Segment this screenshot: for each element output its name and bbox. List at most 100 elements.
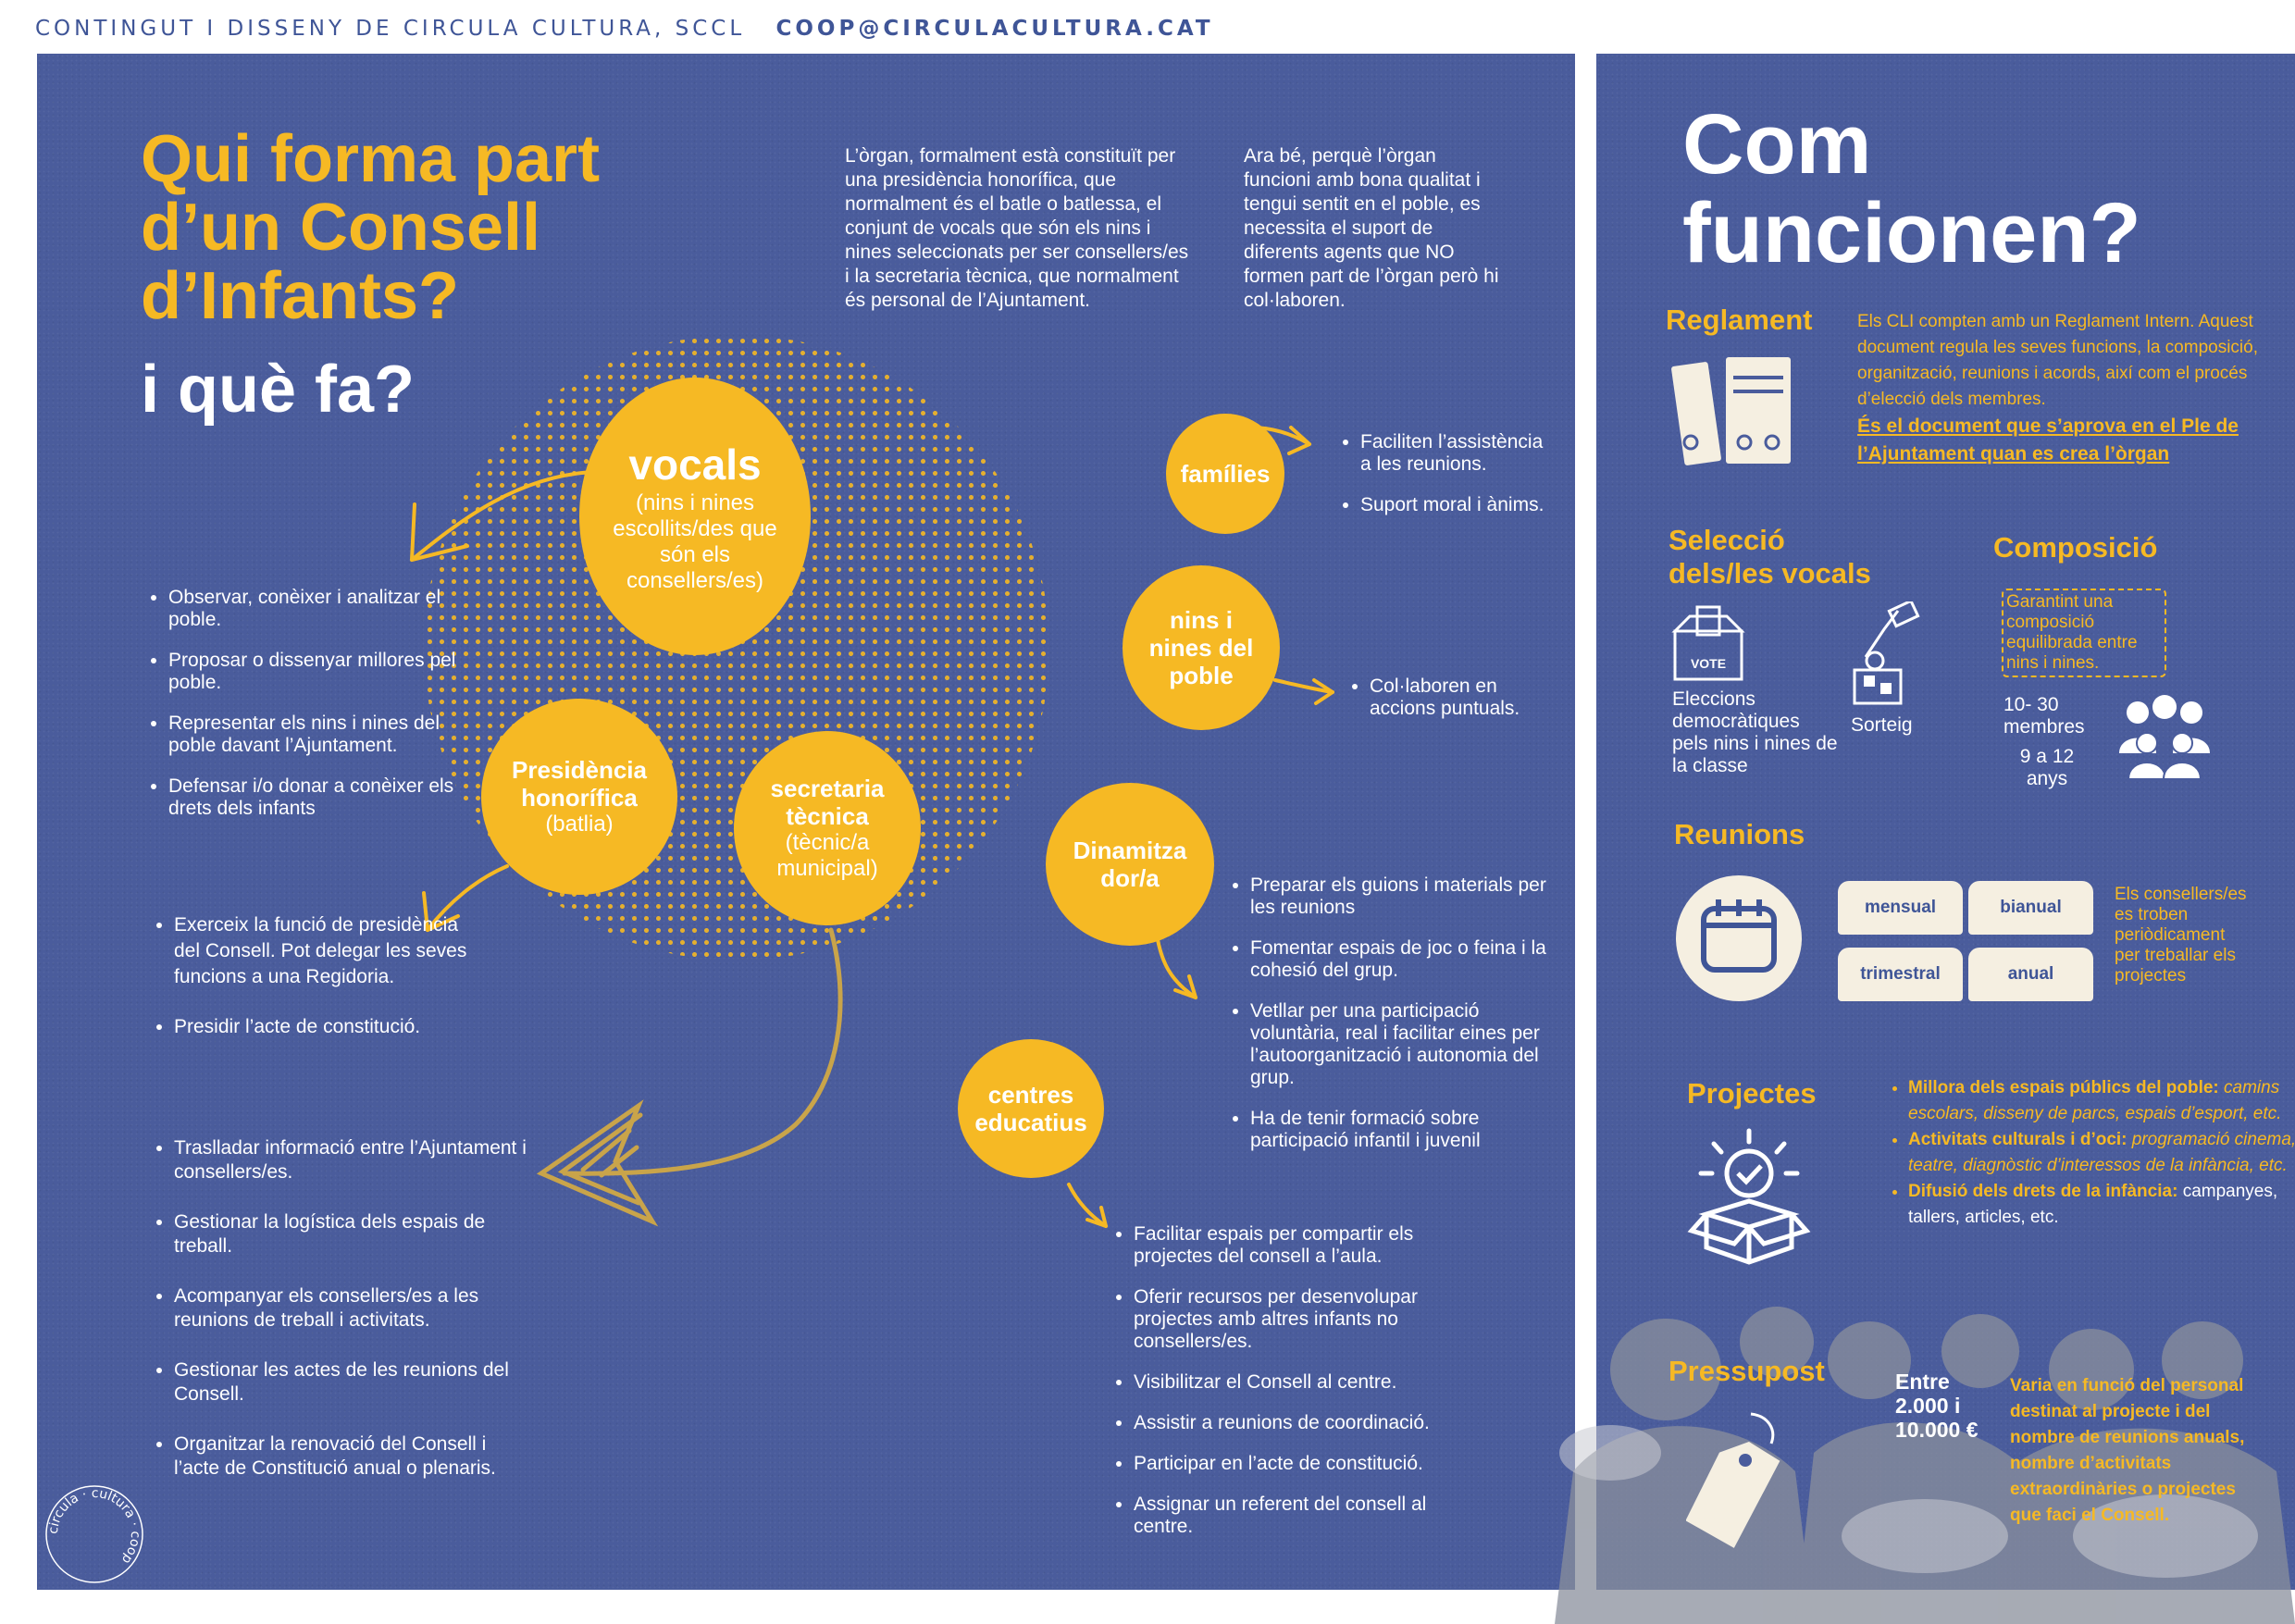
reglament-desc: Els CLI compten amb un Reglament Intern.… [1857, 312, 2259, 409]
project-item: Difusió dels drets de la infància: campa… [1908, 1179, 2295, 1231]
reunions-text: Els consellers/es es troben periòdicamen… [2115, 885, 2247, 986]
centres-bullets: Facilitar espais per compartir els proje… [1113, 1223, 1485, 1556]
svg-text:VOTE: VOTE [1691, 656, 1726, 671]
presidencia-bullets: Exerceix la funció de presidència del Co… [154, 912, 479, 1059]
heading-line: dels/les vocals [1669, 557, 1871, 589]
binders-icon [1671, 357, 1791, 465]
project-item: Millora dels espais públics del poble: c… [1908, 1075, 2295, 1127]
project-text: campanyes, tallers, articles, etc. [1908, 1182, 2278, 1227]
vocals-title: vocals [628, 440, 762, 489]
draw-lots-icon [1853, 601, 1920, 705]
project-italic: programació cinema, teatre, diagnòstic d… [1908, 1130, 2295, 1175]
list-item: Fomentar espais de joc o feina i la cohe… [1250, 937, 1556, 982]
intro-paragraph-2: Ara bé, perquè l’òrgan funcioni amb bona… [1244, 145, 1499, 311]
email-link[interactable]: COOP@CIRCULACULTURA.CAT [775, 17, 1214, 41]
left-panel [37, 54, 1575, 1590]
families-bullets: Faciliten l’assistència a les reunions. … [1340, 431, 1545, 535]
dinamitzador-circle: Dinamitza dor/a [1046, 783, 1214, 946]
list-item: Assistir a reunions de coordinació. [1134, 1412, 1485, 1434]
pressupost-heading: Pressupost [1669, 1355, 1825, 1387]
secretaria-circle: secretaria tècnica (tècnic/a municipal) [734, 731, 921, 925]
projectes-heading: Projectes [1687, 1077, 1817, 1110]
project-box-icon [1687, 1128, 1811, 1265]
list-item: Proposar o dissenyar millores pel poble. [168, 650, 483, 694]
list-item: Acompanyar els consellers/es a les reuni… [174, 1284, 535, 1333]
title-line: Com [1682, 97, 1872, 192]
families-title: famílies [1180, 460, 1271, 488]
sorteig-label: Sorteig [1851, 714, 1913, 736]
secretaria-title: secretaria tècnica [770, 775, 885, 830]
nins-poble-title: nins i nines del poble [1148, 606, 1254, 689]
projectes-list: Millora dels espais públics del poble: c… [1892, 1075, 2295, 1231]
arrowhead-vocals [410, 502, 469, 562]
main-title: Qui forma part d’un Consell d’Infants? [141, 125, 600, 330]
title-line: d’un Consell [141, 191, 540, 265]
reunions-heading: Reunions [1674, 818, 1805, 850]
pill-mensual: mensual [1838, 881, 1963, 935]
centres-title: centres educatius [974, 1081, 1087, 1136]
list-item: Organitzar la renovació del Consell i l’… [174, 1432, 535, 1481]
list-item: Traslladar informació entre l’Ajuntament… [174, 1136, 535, 1184]
composicio-box [2002, 589, 2166, 677]
list-item: Defensar i/o donar a conèixer els drets … [168, 775, 483, 820]
composicio-box-text: Garantint una composició equilibrada ent… [2006, 592, 2138, 673]
reglament-bold: És el document que s’aprova en el Ple de… [1857, 415, 2239, 465]
seleccio-heading: Selecció dels/les vocals [1669, 524, 1871, 590]
arrow-dinamitzador [1155, 933, 1197, 999]
list-item: Faciliten l’assistència a les reunions. [1360, 431, 1545, 476]
subtitle: i què fa? [141, 353, 416, 427]
membres-count: 10- 30 membres [2003, 694, 2085, 738]
presidencia-title: Presidència honorífica [512, 756, 647, 812]
list-item: Suport moral i ànims. [1360, 494, 1545, 516]
arrow-vocals [410, 470, 594, 562]
list-item: Assignar un referent del consell al cent… [1134, 1494, 1485, 1538]
elections-text: Eleccions democràtiques pels nins i nine… [1672, 688, 1838, 776]
project-bold: Activitats culturals i d’oci: [1908, 1130, 2128, 1149]
group-people-icon [2119, 695, 2210, 780]
credit-text: CONTINGUT I DISSENY DE CIRCULA CULTURA, … [35, 17, 746, 41]
list-item: Gestionar les actes de les reunions del … [174, 1358, 535, 1407]
project-italic: camins escolars, disseny de parcs, espai… [1908, 1078, 2282, 1123]
list-item: Visibilitzar el Consell al centre. [1134, 1371, 1485, 1394]
pressupost-text: Varia en funció del personal destinat al… [2010, 1376, 2245, 1525]
list-item: Vetllar per una participació voluntària,… [1250, 1000, 1556, 1089]
list-item: Facilitar espais per compartir els proje… [1134, 1223, 1485, 1268]
nins-poble-bullets: Col·laboren en accions puntuals. [1349, 676, 1555, 738]
presidencia-desc: (batlia) [545, 812, 614, 837]
age-range: 9 a 12 anys [2019, 746, 2075, 789]
nins-poble-circle: nins i nines del poble [1123, 565, 1280, 730]
heading-line: Selecció [1669, 524, 1785, 556]
presidencia-circle: Presidència honorífica (batlia) [481, 699, 677, 895]
arrow-presidencia [426, 864, 509, 932]
vocals-bullets: Observar, conèixer i analitzar el poble.… [148, 587, 483, 838]
list-item: Representar els nins i nines del poble d… [168, 713, 483, 757]
list-item: Exerceix la funció de presidència del Co… [174, 912, 479, 990]
vocals-desc: (nins i nines escollits/des que són els … [613, 490, 777, 593]
vocals-circle: vocals (nins i nines escollits/des que s… [579, 378, 811, 655]
list-item: Participar en l’acte de constitució. [1134, 1453, 1485, 1475]
dinamitzador-title: Dinamitza dor/a [1073, 837, 1187, 892]
reglament-heading: Reglament [1666, 304, 1813, 336]
secretaria-bullets: Traslladar informació entre l’Ajuntament… [154, 1136, 535, 1499]
arrow-nins [1273, 678, 1334, 694]
composicio-heading: Composició [1993, 531, 2158, 564]
list-item: Presidir l’acte de constitució. [174, 1014, 479, 1040]
centres-circle: centres educatius [958, 1039, 1104, 1178]
dinamitzador-bullets: Preparar els guions i materials per les … [1230, 874, 1556, 1171]
ballot-box-icon: VOTE [1671, 605, 1745, 681]
list-item: Observar, conèixer i analitzar el poble. [168, 587, 483, 631]
calendar-icon [1676, 875, 1802, 1001]
circula-logo-stamp: circula · cultura · coop [45, 1485, 143, 1583]
arrow-secretaria [536, 927, 843, 1227]
intro-paragraph-1: L’òrgan, formalment està constituït per … [845, 145, 1189, 311]
pill-trimestral: trimestral [1838, 948, 1963, 1001]
list-item: Oferir recursos per desenvolupar project… [1134, 1286, 1485, 1353]
list-item: Ha de tenir formació sobre participació … [1250, 1108, 1556, 1152]
pill-bianual: bianual [1968, 881, 2093, 935]
title-line: d’Infants? [141, 259, 459, 333]
project-bold: Millora dels espais públics del poble: [1908, 1078, 2219, 1097]
pill-anual: anual [1968, 948, 2093, 1001]
reglament-text: Els CLI compten amb un Reglament Intern.… [1857, 309, 2264, 468]
budget-range: Entre 2.000 i 10.000 € [1895, 1370, 1979, 1442]
svg-text:circula · cultura · coop: circula · cultura · coop [46, 1486, 143, 1567]
